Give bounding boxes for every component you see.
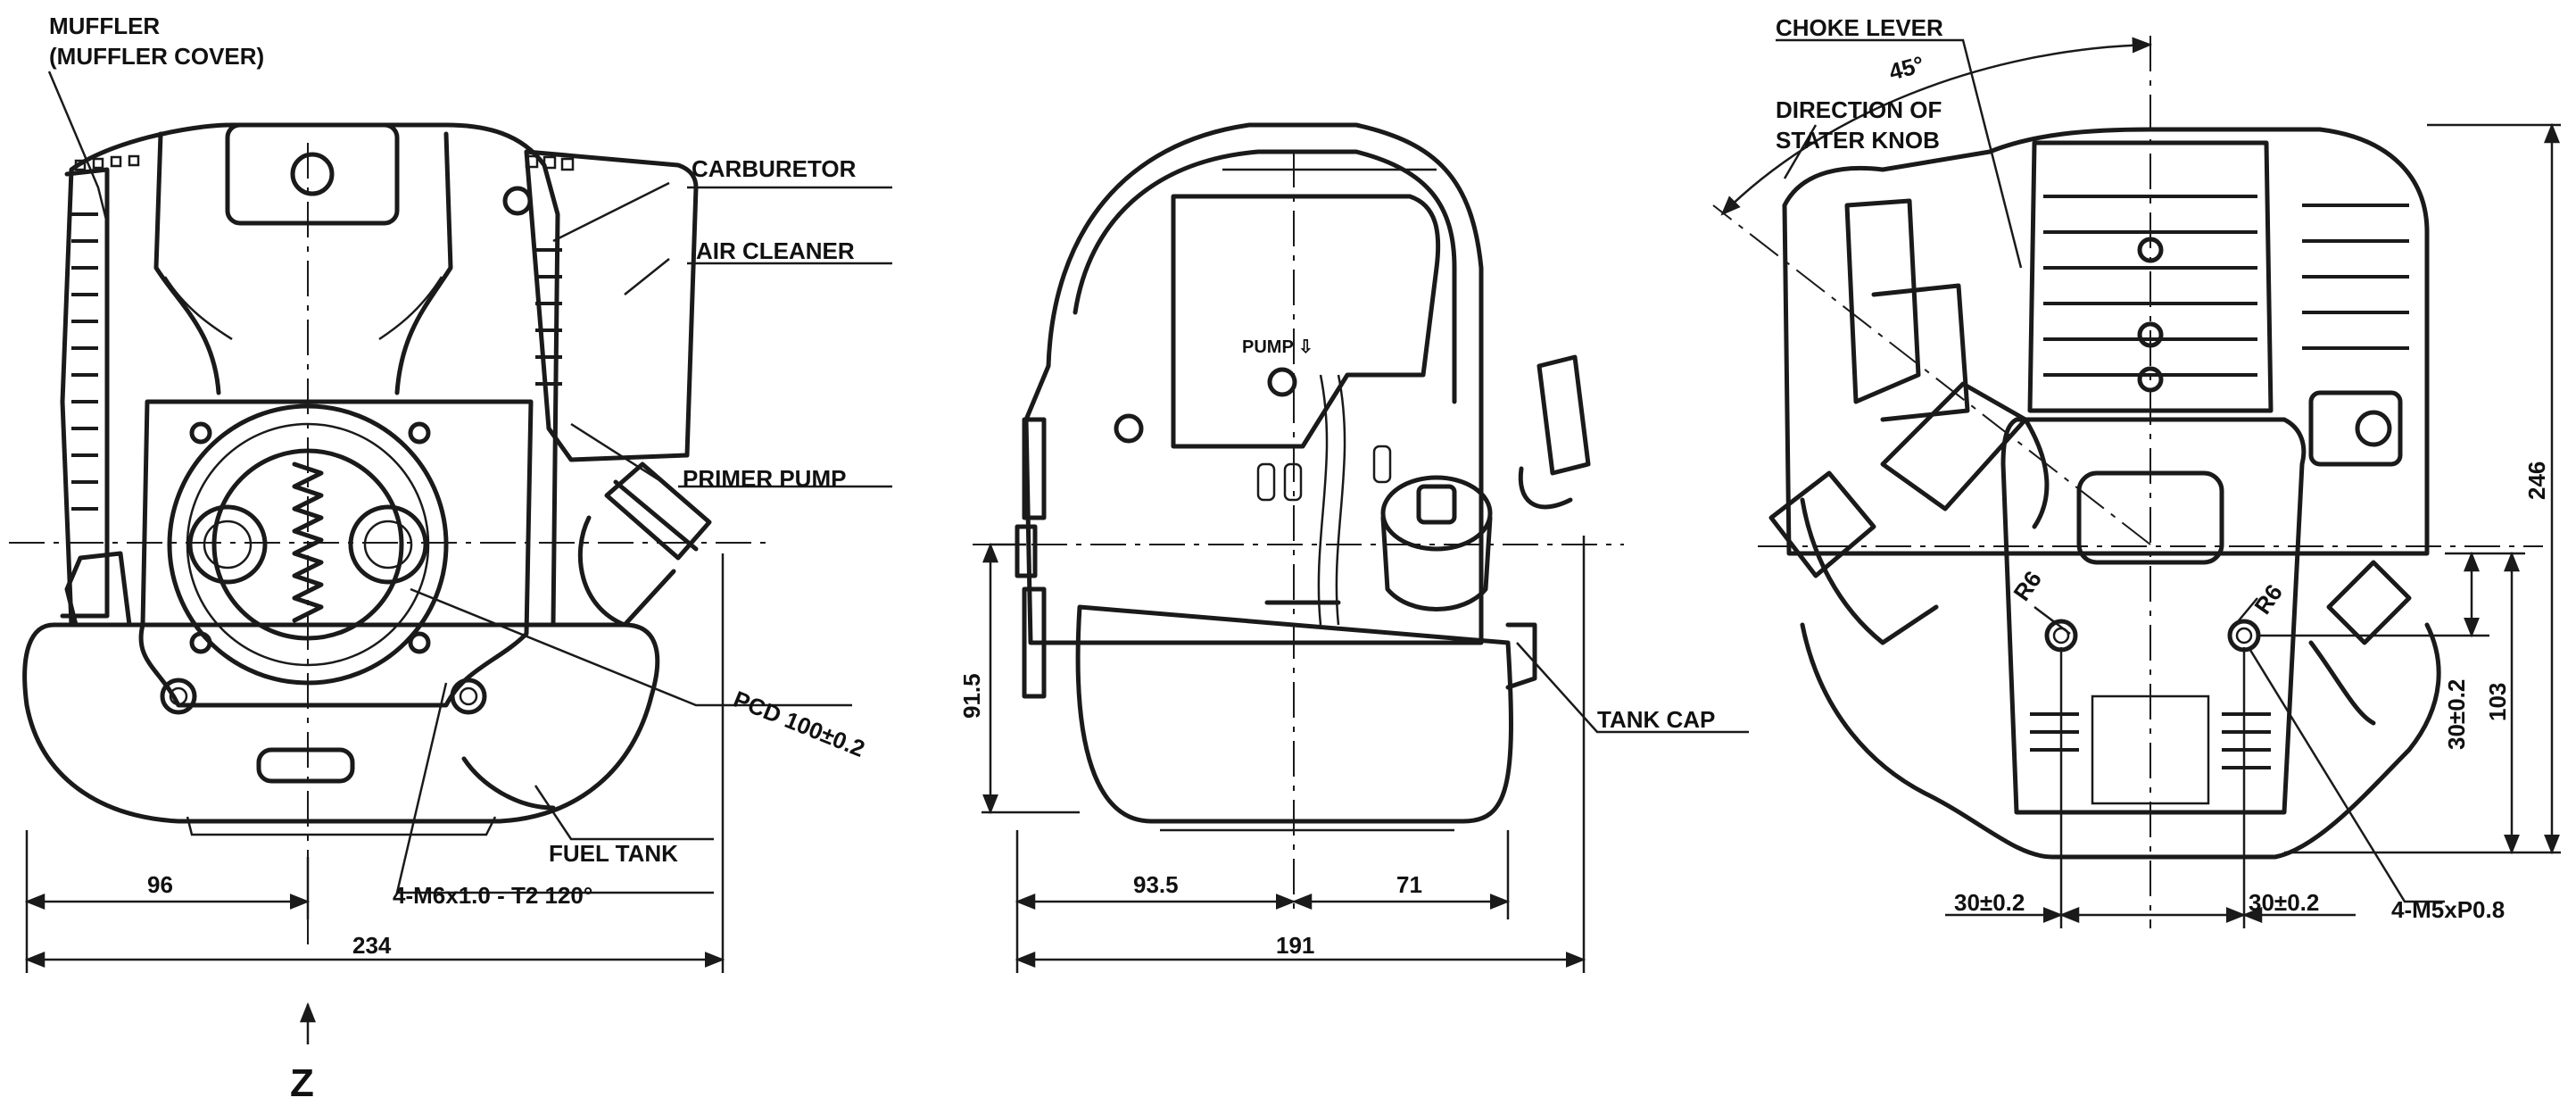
dim-rear-103: 103	[2484, 683, 2511, 721]
dim-rear-30-left: 30±0.2	[1954, 889, 2025, 916]
label-r6-right: R6	[2249, 579, 2288, 619]
dim-rear-246: 246	[2523, 462, 2550, 500]
label-direction-line2: STATER KNOB	[1776, 127, 1940, 154]
rear-fuel-tank	[1800, 622, 2441, 860]
label-air-cleaner: AIR CLEANER	[696, 237, 855, 264]
front-fuel-tank-outline	[22, 622, 660, 824]
label-primer-pump: PRIMER PUMP	[683, 465, 846, 492]
label-fuel-tank: FUEL TANK	[549, 840, 678, 867]
label-angle-45: 45°	[1886, 51, 1927, 86]
dim-side-191: 191	[1276, 932, 1314, 959]
dim-rear-30-right: 30±0.2	[2249, 889, 2319, 916]
label-muffler-cover: (MUFFLER COVER)	[49, 43, 264, 70]
label-choke-lever: CHOKE LEVER	[1776, 14, 1943, 41]
label-carburetor: CARBURETOR	[692, 155, 857, 182]
front-recoil-spring	[292, 462, 324, 623]
rear-starter-knob	[1768, 470, 1939, 645]
side-tank-cap	[1380, 475, 1493, 611]
dim-side-91-5: 91.5	[958, 673, 985, 719]
rear-housing-outline	[1782, 127, 2430, 556]
side-view	[973, 122, 1749, 973]
label-muffler: MUFFLER	[49, 12, 160, 39]
front-air-cleaner	[524, 149, 699, 462]
label-view-z: Z	[290, 1061, 314, 1105]
dim-side-71: 71	[1396, 871, 1422, 898]
dim-side-93-5: 93.5	[1133, 871, 1179, 898]
side-fuel-tank	[1075, 604, 1513, 824]
front-view	[9, 71, 892, 1044]
dim-front-234: 234	[352, 932, 392, 959]
front-flange-plate	[138, 399, 534, 708]
dim-front-96: 96	[147, 871, 173, 898]
dim-rear-30-vertical: 30±0.2	[2443, 679, 2470, 750]
label-bolt-pattern-front: 4-M6x1.0 - T2 120°	[393, 882, 592, 909]
label-pump: PUMP ⇩	[1242, 337, 1313, 357]
label-bolt-pattern-rear: 4-M5xP0.8	[2391, 896, 2505, 923]
front-primer-pump	[577, 462, 712, 628]
rear-view	[1712, 36, 2561, 928]
front-housing-outline	[60, 122, 560, 628]
label-pcd: PCD 100±0.2	[730, 686, 869, 762]
rear-cylinder-fins	[2027, 140, 2409, 413]
side-housing-outline	[1023, 122, 1484, 645]
label-direction-line1: DIRECTION OF	[1776, 96, 1942, 123]
label-tank-cap: TANK CAP	[1597, 706, 1715, 733]
front-muffler-fins	[60, 154, 140, 619]
label-r6-left: R6	[2008, 566, 2047, 605]
